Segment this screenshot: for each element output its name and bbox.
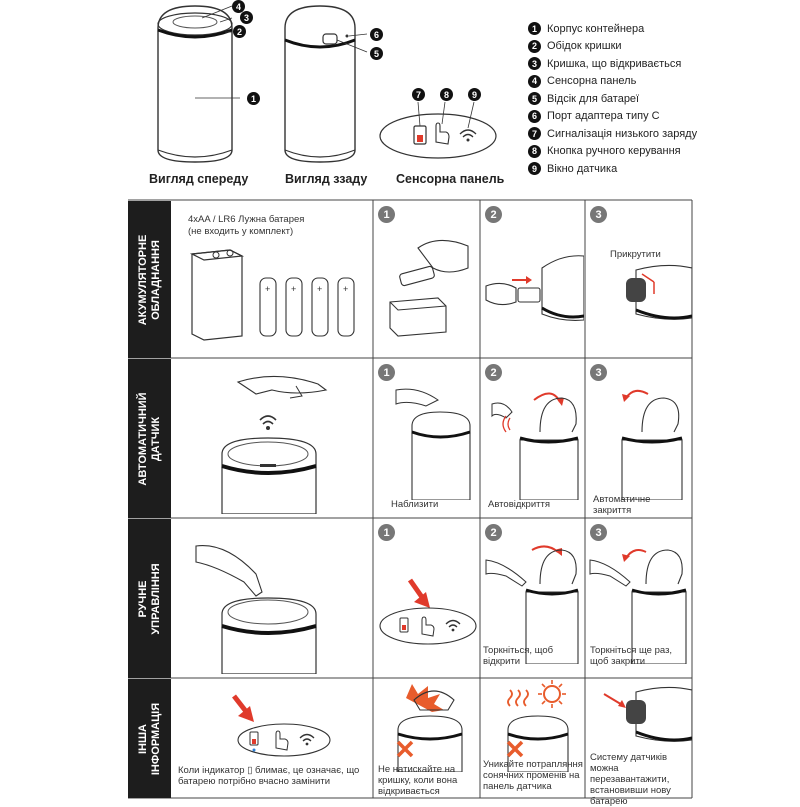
svg-text:+: + [317,284,322,294]
legend-number: 7 [528,127,541,141]
legend-number: 5 [528,92,541,106]
legend-item: 9 Вікно датчика [528,160,697,178]
callout-7: 7 [412,88,425,101]
legend-item: 8 Кнопка ручного керування [528,143,697,161]
front-view-illustration [157,5,240,163]
auto-caption-2: Автовідкриття [488,499,550,510]
step-number: 3 [590,364,607,381]
legend-text: Відсік для батареї [547,92,640,105]
manual-caption-3: Торкніться ще раз, щоб закрити [590,645,673,667]
legend-number: 8 [528,144,541,158]
section-label-auto: АВТОМАТИЧНИЙ ДАТЧИК [128,359,171,518]
callout-5: 5 [370,47,383,60]
manual-step1-illustration [379,578,477,645]
legend-item: 1 Корпус контейнера [528,20,697,38]
callout-8: 8 [440,88,453,101]
legend-text: Вікно датчика [547,162,618,175]
legend-number: 6 [528,109,541,123]
back-view-caption: Вигляд ззаду [285,172,368,186]
step-number: 3 [590,206,607,223]
callout-1: 1 [247,92,260,105]
auto-step3-illustration [621,389,683,500]
step-number: 1 [378,364,395,381]
step-number: 2 [485,206,502,223]
other-caption-1: Не натискайте на кришку, коли вона відкр… [378,764,458,797]
step-number: 1 [378,206,395,223]
section-label-manual: РУЧНЕ УПРАВЛІННЯ [128,519,171,678]
legend-number: 3 [528,57,541,71]
auto-step2-illustration [491,392,579,500]
step-number: 1 [378,524,395,541]
legend-item: 4 Сенсорна панель [528,73,697,91]
parts-legend: 1 Корпус контейнера 2 Обідок кришки 3 Кришк… [528,20,697,178]
legend-text: Обідок кришки [547,40,622,53]
battery-step3-illustration [626,264,692,320]
other-caption-3: Систему датчиків можна перезавантажити, … [590,752,671,807]
legend-number: 2 [528,39,541,53]
legend-item: 2 Обідок кришки [528,38,697,56]
legend-item: 7 Сигналізація низького заряду [528,125,697,143]
touch-panel-caption: Сенсорна панель [396,172,505,186]
legend-number: 4 [528,74,541,88]
section-label-other: ІНША ІНФОРМАЦІЯ [128,679,171,798]
battery-note-line1: 4xAA / LR6 Лужна батарея [188,214,305,225]
callout-4: 4 [232,0,245,13]
step-number: 3 [590,524,607,541]
other-caption-0: Коли індикатор ▯ блимає, це означає, що … [178,765,360,787]
other-caption-2: Уникайте потрапляння сонячних променів н… [483,759,583,792]
no-sun-illustration [506,680,569,772]
battery-step3-label: Прикрутити [610,249,661,260]
legend-text: Кришка, що відкривається [547,57,682,70]
auto-caption-1: Наблизити [391,499,439,510]
battery-step2-illustration [485,255,584,321]
legend-number: 9 [528,162,541,176]
legend-item: 5 Відсік для батареї [528,90,697,108]
manual-step3-illustration [589,549,687,664]
legend-text: Корпус контейнера [547,22,645,35]
front-view-caption: Вигляд спереду [149,172,249,186]
callout-9: 9 [468,88,481,101]
manual-step2-illustration [485,545,579,664]
touch-panel-illustration [379,101,497,159]
low-battery-illustration [232,694,331,757]
battery-pack-illustration: + + + + [189,249,355,341]
svg-text:+: + [343,284,348,294]
legend-text: Кнопка ручного керування [547,145,681,158]
legend-text: Порт адаптера типу С [547,110,660,123]
svg-text:+: + [265,284,270,294]
auto-caption-3: Автоматичне закриття [593,494,651,516]
legend-number: 1 [528,22,541,36]
battery-note-line2: (не входить у комплект) [188,226,294,237]
legend-item: 6 Порт адаптера типу С [528,108,697,126]
step-number: 2 [485,524,502,541]
auto-sensor-illustration [221,375,328,514]
svg-text:+: + [291,284,296,294]
manual-caption-2: Торкніться, щоб відкрити [483,645,554,667]
section-label-battery: АКУМУЛЯТОРНЕ ОБЛАДНАННЯ [128,201,171,358]
legend-text: Сигналізація низького заряду [547,127,698,140]
legend-text: Сенсорна панель [547,75,637,88]
battery-step1-illustration [389,239,469,337]
legend-item: 3 Кришка, що відкривається [528,55,697,73]
reset-sensor-illustration [603,686,692,742]
auto-step1-illustration [395,388,471,500]
step-number: 2 [485,364,502,381]
callout-3: 3 [240,11,253,24]
back-view-illustration [284,5,368,163]
no-press-illustration [396,684,463,772]
manual-control-illustration [195,545,317,674]
callout-2: 2 [233,25,246,38]
callout-6: 6 [370,28,383,41]
